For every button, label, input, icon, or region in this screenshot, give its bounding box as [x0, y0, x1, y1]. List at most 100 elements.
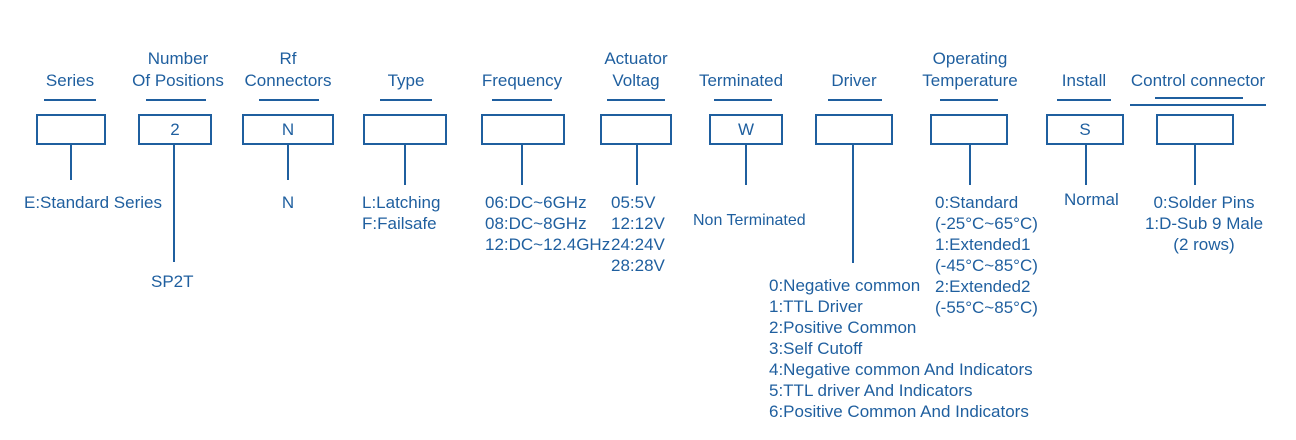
header-line: Control connector: [1130, 71, 1266, 90]
option-item: 12:12V: [611, 214, 665, 233]
option-item: 1:TTL Driver: [769, 297, 863, 316]
options-type: L:Latching F:Failsafe: [362, 192, 440, 234]
header-line: Connectors: [244, 71, 332, 90]
option-item: (-25°C~65°C): [935, 214, 1038, 233]
code-box-type: [363, 114, 447, 145]
header-terminated: Terminated: [686, 70, 796, 92]
code-box-control: [1156, 114, 1234, 145]
connector-line: [852, 145, 854, 263]
option-item: 4:Negative common And Indicators: [769, 360, 1033, 379]
code-box-terminated: W: [709, 114, 783, 145]
option-item: 2:Positive Common: [769, 318, 917, 337]
option-item: F:Failsafe: [362, 214, 437, 233]
connector-line: [636, 145, 638, 185]
header-line: Number: [147, 49, 209, 68]
option-item: N: [281, 193, 295, 212]
options-positions: SP2T: [151, 271, 194, 292]
option-item: E:Standard Series: [24, 193, 162, 212]
header-underline: [380, 99, 432, 101]
connector-line: [1194, 145, 1196, 185]
header-rf: Rf Connectors: [236, 48, 340, 92]
header-underline: [44, 99, 96, 101]
header-line: Driver: [831, 71, 877, 90]
connector-line: [745, 145, 747, 185]
connector-line: [70, 145, 72, 180]
header-line: Of Positions: [132, 71, 224, 90]
header-control: Control connector: [1124, 70, 1272, 92]
header-line: Voltag: [612, 71, 660, 90]
connector-line: [521, 145, 523, 185]
option-item: 5:TTL driver And Indicators: [769, 381, 973, 400]
header-actuator: Actuator Voltag: [588, 48, 684, 92]
header-underline: [1057, 99, 1111, 101]
header-line: Temperature: [922, 71, 1018, 90]
option-item: 24:24V: [611, 235, 665, 254]
options-driver: 0:Negative common 1:TTL Driver 2:Positiv…: [769, 275, 1033, 422]
header-underline: [714, 99, 772, 101]
header-underline: [940, 99, 998, 101]
code-box-frequency: [481, 114, 565, 145]
option-item: (2 rows): [1173, 235, 1235, 254]
options-actuator: 05:5V 12:12V 24:24V 28:28V: [611, 192, 665, 276]
option-item: Normal: [1064, 190, 1119, 209]
header-line: Series: [45, 71, 95, 90]
header-frequency: Frequency: [470, 70, 574, 92]
code-box-actuator: [600, 114, 672, 145]
option-item: 12:DC~12.4GHz: [485, 235, 611, 254]
connector-line: [287, 145, 289, 180]
option-item: 1:D-Sub 9 Male: [1144, 214, 1264, 233]
header-underline: [492, 99, 552, 101]
option-item: 2:Extended2: [935, 277, 1031, 296]
header-line: Actuator: [604, 49, 668, 68]
option-item: 28:28V: [611, 256, 665, 275]
connector-line: [1085, 145, 1087, 185]
options-series: E:Standard Series: [24, 192, 162, 213]
header-type: Type: [366, 70, 446, 92]
code-box-driver: [815, 114, 893, 145]
header-underline: [828, 99, 882, 101]
header-underline: [259, 99, 319, 101]
option-item: (-45°C~85°C): [935, 256, 1038, 275]
header-underline: [607, 99, 665, 101]
code-box-positions: 2: [138, 114, 212, 145]
connector-line: [969, 145, 971, 185]
option-item: 08:DC~8GHz: [485, 214, 587, 233]
option-item: (-55°C~85°C): [935, 298, 1038, 317]
header-positions: Number Of Positions: [122, 48, 234, 92]
header-line: Operating: [932, 49, 1008, 68]
header-temperature: Operating Temperature: [914, 48, 1026, 92]
connector-line: [404, 145, 406, 185]
header-line: Type: [387, 71, 425, 90]
options-temperature: 0:Standard (-25°C~65°C) 1:Extended1 (-45…: [935, 192, 1038, 318]
option-item: 06:DC~6GHz: [485, 193, 587, 212]
option-item: SP2T: [151, 272, 194, 291]
options-terminated: Non Terminated: [693, 210, 806, 231]
options-frequency: 06:DC~6GHz 08:DC~8GHz 12:DC~12.4GHz: [485, 192, 610, 255]
options-install: Normal: [1064, 189, 1119, 210]
option-item: 0:Standard: [935, 193, 1019, 212]
options-control: 0:Solder Pins 1:D-Sub 9 Male (2 rows): [1134, 192, 1274, 255]
code-box-series: [36, 114, 106, 145]
header-underline: [1155, 97, 1243, 99]
connector-line: [173, 145, 175, 262]
header-underline: [1130, 104, 1266, 106]
option-item: L:Latching: [362, 193, 441, 212]
option-item: 0:Negative common: [769, 276, 921, 295]
header-line: Terminated: [698, 71, 784, 90]
code-box-install: S: [1046, 114, 1124, 145]
header-line: Rf: [279, 49, 297, 68]
option-item: 1:Extended1: [935, 235, 1031, 254]
option-item: 3:Self Cutoff: [769, 339, 863, 358]
header-series: Series: [30, 70, 110, 92]
code-box-rf: N: [242, 114, 334, 145]
options-rf: N: [270, 192, 306, 213]
option-item: 0:Solder Pins: [1153, 193, 1255, 212]
header-line: Frequency: [481, 71, 563, 90]
header-driver: Driver: [814, 70, 894, 92]
option-item: 6:Positive Common And Indicators: [769, 402, 1029, 421]
option-item: 05:5V: [611, 193, 656, 212]
option-item: Non Terminated: [693, 212, 806, 229]
header-line: Install: [1061, 71, 1107, 90]
header-underline: [146, 99, 206, 101]
code-box-temperature: [930, 114, 1008, 145]
